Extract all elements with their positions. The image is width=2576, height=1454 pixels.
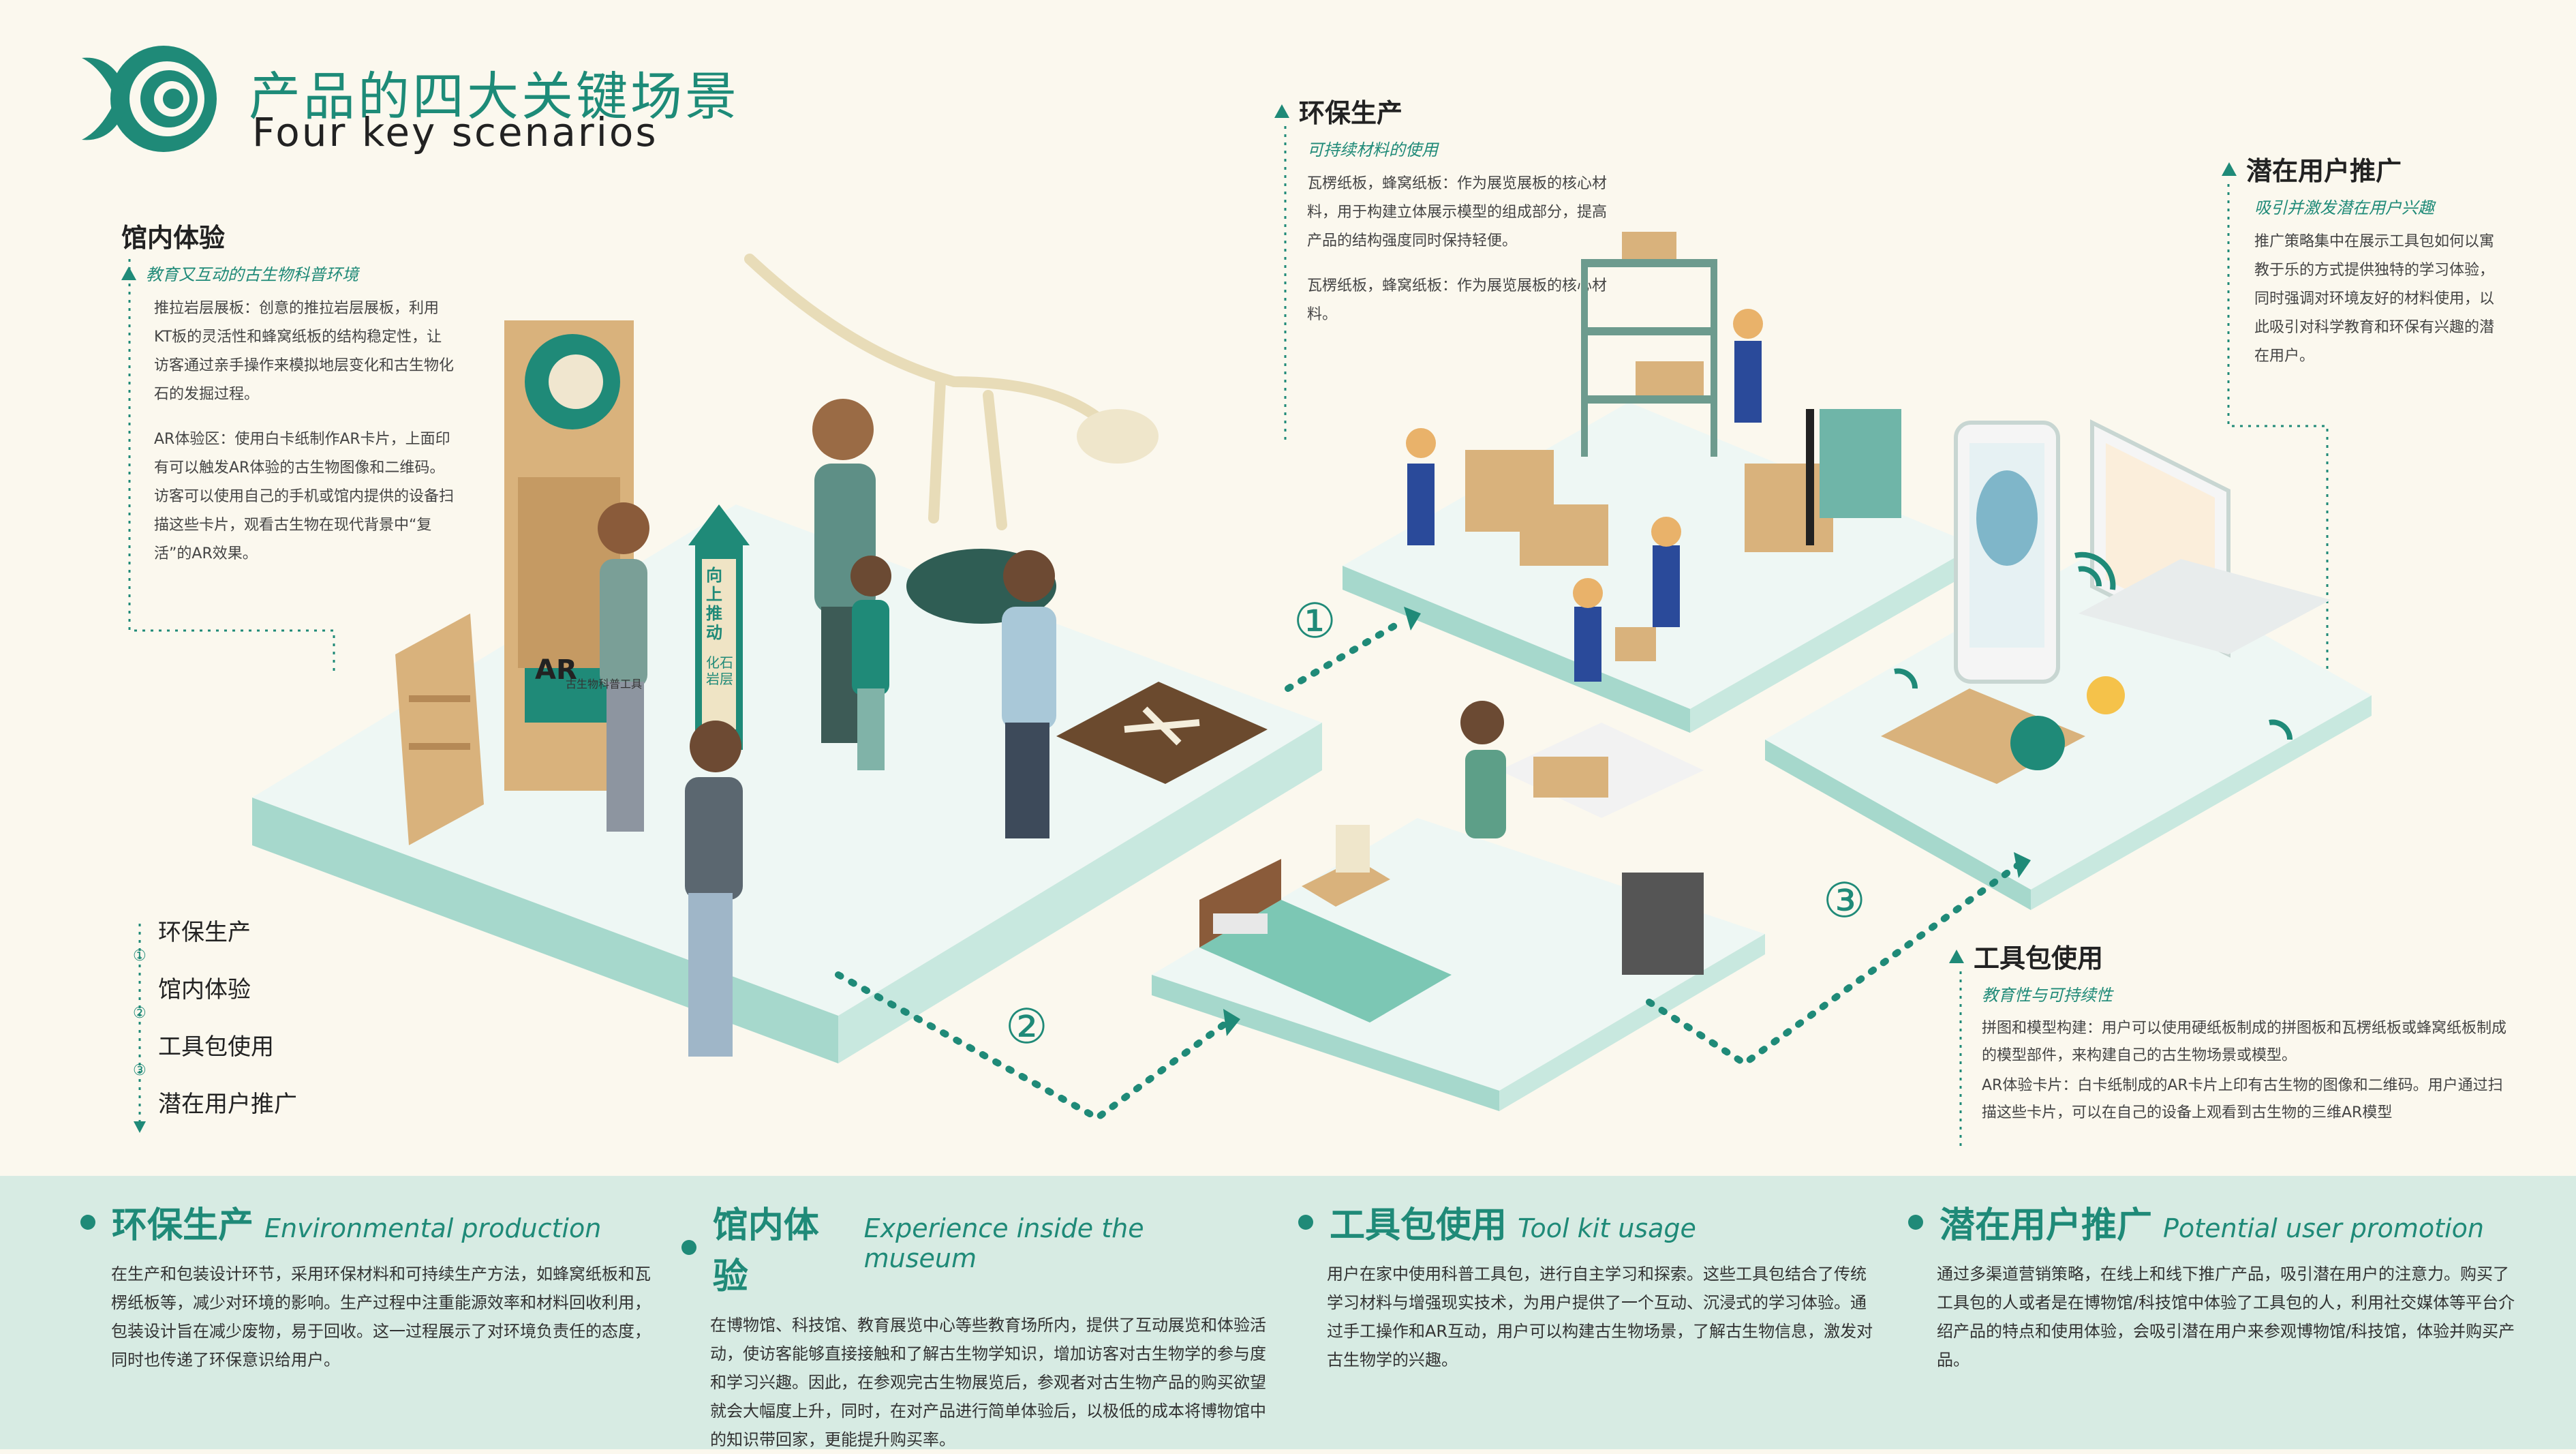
- ar-board-caption: 古生物科普工具: [566, 678, 643, 691]
- push-up-sign: [688, 504, 750, 750]
- summary-eco: 环保生产 Environmental production 在生产和包装设计环节…: [80, 1196, 660, 1374]
- section-eco-title: 环保生产: [1299, 98, 1403, 128]
- worker-figures: [1406, 309, 1763, 682]
- flow-arrows: [835, 617, 2021, 1122]
- coffee-machine: [1622, 873, 1704, 975]
- section-eco-body-2: 瓦楞纸板，蜂窝纸板：作为展览展板的核心材料。: [1307, 277, 1608, 323]
- section-eco-body-1: 瓦楞纸板，蜂窝纸板：作为展览展板的核心材料，用于构建立体展示模型的组成部分，提高…: [1307, 175, 1608, 249]
- arrow-up-icon: [1274, 104, 1289, 118]
- bullet-dot: [80, 1214, 95, 1230]
- flow-item-promo: 潜在用户推广: [158, 1091, 297, 1118]
- arrow-up-icon: [121, 266, 136, 280]
- warehouse-shelf: [1581, 232, 1717, 457]
- summary-museum-body: 在博物馆、科技馆、教育展览中心等些教育场所内，提供了互动展览和体验活动，使访客能…: [710, 1316, 1266, 1449]
- section-museum: 馆内体验 教育又互动的古生物科普环境 推拉岩层展板：创意的推拉岩层展板，利用KT…: [121, 217, 455, 585]
- bullet-dot: [1298, 1214, 1313, 1230]
- section-museum-title: 馆内体验: [121, 223, 226, 253]
- summary-eco-body: 在生产和包装设计环节，采用环保材料和可持续生产方法，如蜂窝纸板和瓦楞纸板等，减少…: [111, 1264, 651, 1369]
- connector-line: [128, 259, 335, 675]
- summary-band: [0, 1176, 2576, 1449]
- bullet-dot: [681, 1240, 696, 1255]
- nightstand: [1302, 825, 1390, 907]
- flow-item-museum: 馆内体验: [158, 976, 251, 1003]
- section-museum-body-1: 推拉岩层展板：创意的推拉岩层展板，利用KT板的灵活性和蜂窝纸板的结构稳定性，让访…: [154, 300, 455, 403]
- logo: [75, 41, 225, 157]
- fossil-dig-box: [1056, 682, 1268, 784]
- section-museum-body-2: AR体验区：使用白卡纸制作AR卡片，上面印有可以触发AR体验的古生物图像和二维码…: [154, 431, 455, 562]
- flow-step-2: ②: [133, 1005, 147, 1022]
- flow-arrowheads: [1223, 607, 2031, 1036]
- connector-line: [1959, 971, 1962, 1149]
- arrow-up-icon: [2222, 162, 2237, 176]
- summary-promo: 潜在用户推广 Potential user promotion 通过多渠道营销策…: [1908, 1196, 2515, 1374]
- cardboard-stacks: [1465, 450, 1833, 661]
- laptop: [2079, 419, 2331, 658]
- bullet-dot: [1908, 1214, 1923, 1230]
- step-number-1: ①: [1293, 593, 1336, 649]
- summary-toolkit: 工具包使用 Tool kit usage 用户在家中使用科普工具包，进行自主学习…: [1298, 1196, 1877, 1374]
- flow-step-3: ③: [133, 1062, 147, 1079]
- section-eco-subtitle: 可持续材料的使用: [1307, 140, 1438, 160]
- bed: [1199, 859, 1452, 1023]
- cardboard-shelf: [395, 614, 484, 845]
- summary-promo-title-en: Potential user promotion: [2163, 1213, 2484, 1243]
- connector-line: [2227, 184, 2329, 682]
- section-toolkit-body-1: 拼图和模型构建：用户可以使用硬纸板制成的拼图板和瓦楞纸板或蜂窝纸板制成的模型部件…: [1982, 1020, 2507, 1064]
- summary-toolkit-title-en: Tool kit usage: [1518, 1213, 1696, 1243]
- flow-item-toolkit: 工具包使用: [158, 1033, 274, 1061]
- section-promo: 潜在用户推广 吸引并激发潜在用户兴趣 推广策略集中在展示工具包如何以寓教于乐的方…: [2222, 150, 2494, 387]
- summary-promo-title: 潜在用户推广: [1939, 1205, 2153, 1246]
- section-toolkit-title: 工具包使用: [1974, 943, 2104, 973]
- section-toolkit-subtitle: 教育性与可持续性: [1982, 986, 2113, 1005]
- section-toolkit: 工具包使用 教育性与可持续性 拼图和模型构建：用户可以使用硬纸板制成的拼图板和瓦…: [1949, 937, 2508, 1143]
- page-title: 产品的四大关键场景: [249, 66, 739, 127]
- step-number-3: ③: [1823, 873, 1866, 928]
- page-subtitle: Four key scenarios: [252, 109, 658, 155]
- forklift: [1806, 409, 1901, 545]
- step-number-2: ②: [1005, 999, 1048, 1055]
- toolkit-boxes: [1881, 688, 2085, 784]
- fossil-layer-text: 化石岩层: [706, 654, 733, 687]
- summary-eco-title: 环保生产: [112, 1205, 254, 1246]
- section-promo-title: 潜在用户推广: [2246, 156, 2402, 186]
- wifi-icons: [1894, 551, 2293, 740]
- visitor-figures: [598, 399, 1056, 1057]
- section-promo-subtitle: 吸引并激发潜在用户兴趣: [2254, 198, 2434, 217]
- push-sign-text: 向上推动: [706, 566, 722, 642]
- lightbulb-icon: [2087, 676, 2125, 714]
- ar-board-label: AR: [535, 654, 577, 686]
- flow-list-line: [134, 924, 146, 1133]
- section-eco: 环保生产 可持续材料的使用 瓦楞纸板，蜂窝纸板：作为展览展板的核心材料，用于构建…: [1274, 92, 1615, 346]
- smartphone: [1954, 421, 2060, 684]
- summary-museum-title-en: Experience inside the museum: [863, 1213, 1144, 1273]
- section-museum-subtitle: 教育又互动的古生物科普环境: [146, 265, 358, 284]
- scenario-illustration: [252, 232, 2372, 1122]
- summary-toolkit-title: 工具包使用: [1330, 1205, 1507, 1246]
- summary-museum: 馆内体验 Experience inside the museum 在博物馆、科…: [681, 1196, 1266, 1454]
- connector-line: [1284, 126, 1287, 440]
- flow-step-1: ①: [133, 948, 147, 965]
- dinosaur-skeleton: [744, 254, 1159, 530]
- summary-promo-body: 通过多渠道营销策略，在线上和线下推广产品，吸引潜在用户的注意力。购买了工具包的人…: [1937, 1264, 2515, 1369]
- arrow-up-icon: [1949, 949, 1964, 963]
- summary-museum-title: 馆内体验: [712, 1205, 819, 1297]
- flow-item-eco: 环保生产: [158, 919, 251, 946]
- section-promo-body: 推广策略集中在展示工具包如何以寓教于乐的方式提供独特的学习体验，同时强调对环境友…: [2254, 233, 2495, 365]
- section-toolkit-body-2: AR体验卡片：白卡纸制成的AR卡片上印有古生物的图像和二维码。用户通过扫描这些卡…: [1982, 1077, 2503, 1121]
- summary-eco-title-en: Environmental production: [264, 1213, 602, 1243]
- summary-toolkit-body: 用户在家中使用科普工具包，进行自主学习和探索。这些工具包结合了传统学习材料与增强…: [1327, 1264, 1873, 1369]
- desk-and-student: [1460, 701, 1704, 838]
